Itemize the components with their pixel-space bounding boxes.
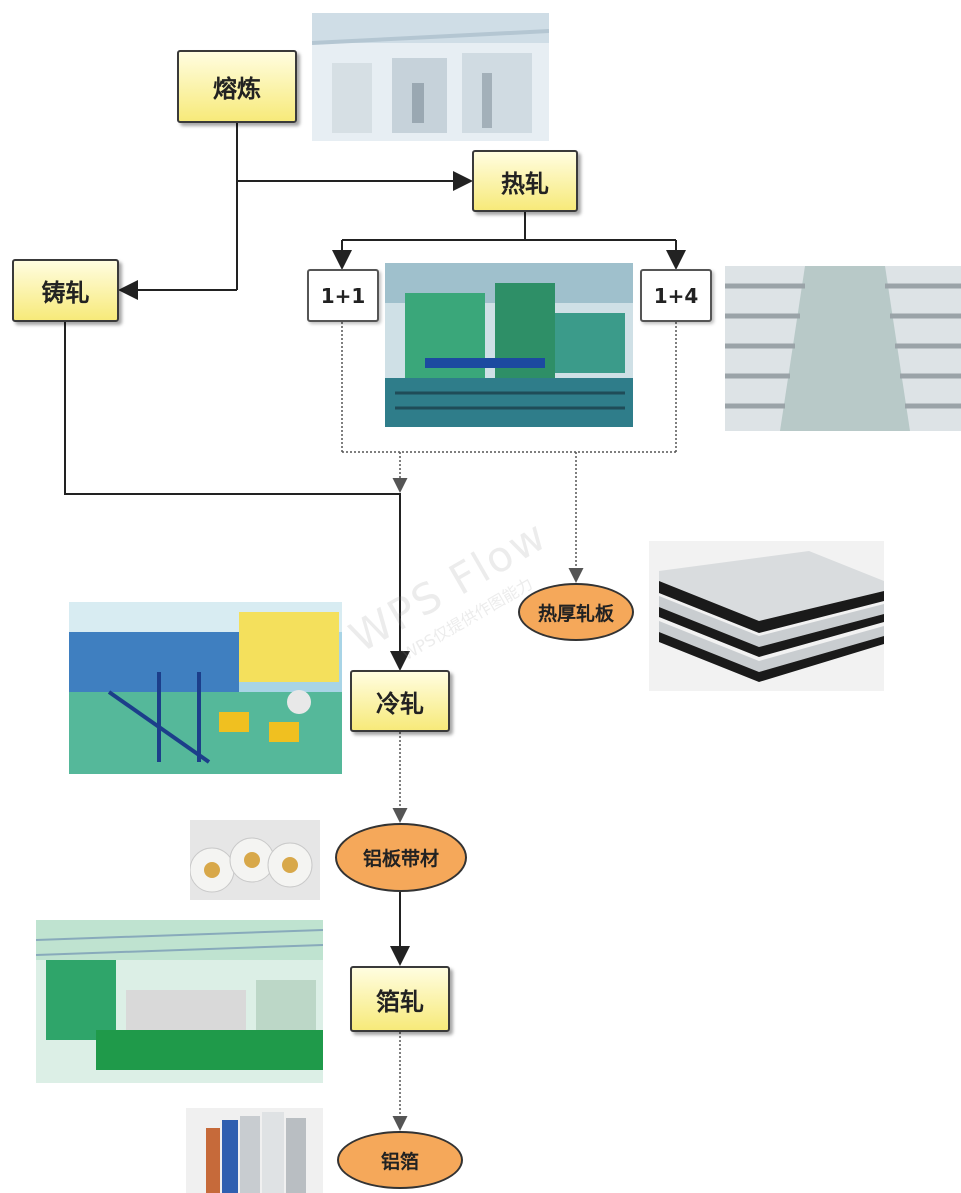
node-aluminum-foil-label: 铝箔 (380, 1150, 419, 1173)
node-smelting[interactable]: 熔炼 (177, 50, 297, 123)
node-config-1-1-label: 1+1 (320, 283, 366, 308)
node-aluminum-strip[interactable]: 铝板带材 (335, 823, 467, 892)
node-foil-rolling[interactable]: 箔轧 (350, 966, 450, 1032)
node-aluminum-foil[interactable]: 铝箔 (337, 1131, 463, 1189)
node-hot-thick-plate[interactable]: 热厚轧板 (518, 583, 634, 641)
aluminum-foil-rolls-photo (186, 1108, 323, 1193)
node-config-1-4[interactable]: 1+4 (640, 269, 712, 322)
thick-plate-stack-photo (649, 541, 884, 691)
aluminum-coils-photo (190, 820, 320, 900)
node-smelting-label: 熔炼 (213, 75, 261, 103)
hot-rolled-plate-roller-table-photo (725, 266, 961, 431)
smelting-factory-photo (312, 13, 549, 141)
node-config-1-4-label: 1+4 (653, 283, 699, 308)
node-hot-rolling-label: 热轧 (501, 169, 549, 198)
edge-cast-to-cold (64, 322, 410, 671)
node-hot-rolling[interactable]: 热轧 (472, 150, 578, 212)
cold-rolling-workshop-photo (69, 602, 342, 774)
node-aluminum-strip-label: 铝板带材 (362, 848, 439, 870)
foil-rolling-workshop-photo (36, 920, 323, 1083)
node-hot-thick-plate-label: 热厚轧板 (537, 602, 614, 625)
node-cast-rolling[interactable]: 铸轧 (12, 259, 119, 322)
node-cold-rolling-label: 冷轧 (376, 689, 424, 718)
node-foil-rolling-label: 箔轧 (376, 987, 424, 1016)
hot-rolling-mill-photo (385, 263, 633, 427)
node-config-1-1[interactable]: 1+1 (307, 269, 379, 322)
node-cold-rolling[interactable]: 冷轧 (350, 670, 450, 732)
node-cast-rolling-label: 铸轧 (41, 279, 90, 307)
